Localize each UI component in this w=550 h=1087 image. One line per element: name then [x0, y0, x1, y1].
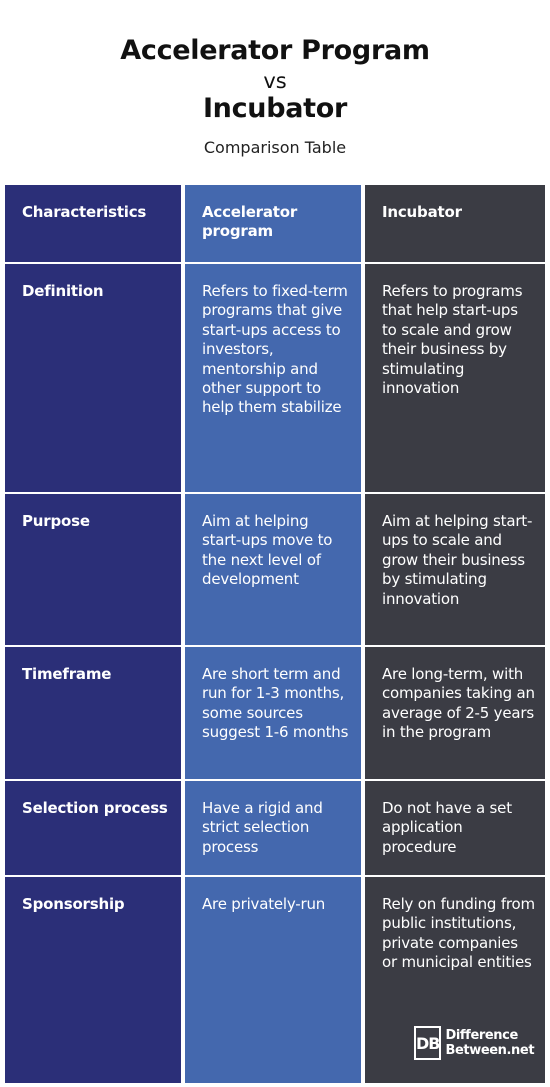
- page-title: Accelerator Program: [120, 35, 430, 66]
- logo-text: Difference Between.net: [445, 1028, 534, 1058]
- table-row-definition: Definition Refers to fixed-term programs…: [5, 264, 545, 492]
- accelerator-cell: Refers to fixed-term programs that give …: [185, 264, 361, 492]
- row-label: Sponsorship: [5, 877, 181, 1083]
- comparison-table: Characteristics Accelerator program Incu…: [5, 185, 545, 1085]
- accelerator-cell: Are short term and run for 1-3 months, s…: [185, 647, 361, 779]
- incubator-cell: Rely on funding from public institutions…: [365, 877, 545, 1083]
- table-row-timeframe: Timeframe Are short term and run for 1-3…: [5, 647, 545, 779]
- column-header-accelerator: Accelerator program: [185, 185, 361, 262]
- table-row-purpose: Purpose Aim at helping start-ups move to…: [5, 494, 545, 645]
- incubator-cell: Do not have a set application procedure: [365, 781, 545, 875]
- table-row-selection-process: Selection process Have a rigid and stric…: [5, 781, 545, 875]
- difference-between-logo: DB Difference Between.net: [414, 1023, 535, 1063]
- row-label: Selection process: [5, 781, 181, 875]
- title-vs: vs: [263, 69, 287, 93]
- accelerator-cell: Have a rigid and strict selection proces…: [185, 781, 361, 875]
- accelerator-cell: Are privately-run: [185, 877, 361, 1083]
- table-header-row: Characteristics Accelerator program Incu…: [5, 185, 545, 262]
- column-header-characteristics: Characteristics: [5, 185, 181, 262]
- page-subtitle: Comparison Table: [203, 138, 347, 157]
- page-title-secondary: Incubator: [202, 93, 348, 124]
- incubator-cell: Are long-term, with companies taking an …: [365, 647, 545, 779]
- column-header-incubator: Incubator: [365, 185, 545, 262]
- table-row-sponsorship: Sponsorship Are privately-run Rely on fu…: [5, 877, 545, 1083]
- row-label: Purpose: [5, 494, 181, 645]
- logo-line-1: Difference: [445, 1028, 518, 1043]
- row-label: Timeframe: [5, 647, 181, 779]
- logo-mark: DB: [414, 1026, 442, 1060]
- accelerator-cell: Aim at helping start-ups move to the nex…: [185, 494, 361, 645]
- incubator-cell: Aim at helping start-ups to scale and gr…: [365, 494, 545, 645]
- row-label: Definition: [5, 264, 181, 492]
- logo-line-2: Between.net: [445, 1043, 535, 1058]
- incubator-cell: Refers to programs that help start-ups t…: [365, 264, 545, 492]
